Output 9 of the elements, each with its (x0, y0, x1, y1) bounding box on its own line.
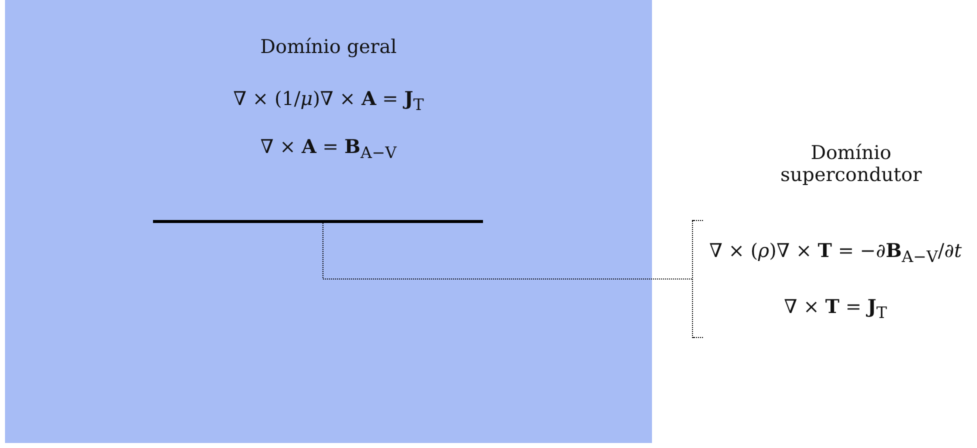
domain-title: Domínio geral (259, 36, 398, 58)
equation: ∇ × A = B$_{A−V}$ (259, 136, 398, 162)
conductor-line (153, 220, 483, 223)
leader-line (322, 222, 692, 280)
domain-title: Domínio supercondutor (779, 142, 923, 186)
equation: ∇ × (ρ)∇ × T = −∂B$_{A−V}$/∂t (708, 240, 963, 266)
equation: ∇ × T = J$_{T}$ (783, 296, 888, 322)
domain-region (5, 0, 652, 443)
equation: ∇ × (1/μ)∇ × A = J$_{T}$ (232, 88, 425, 114)
